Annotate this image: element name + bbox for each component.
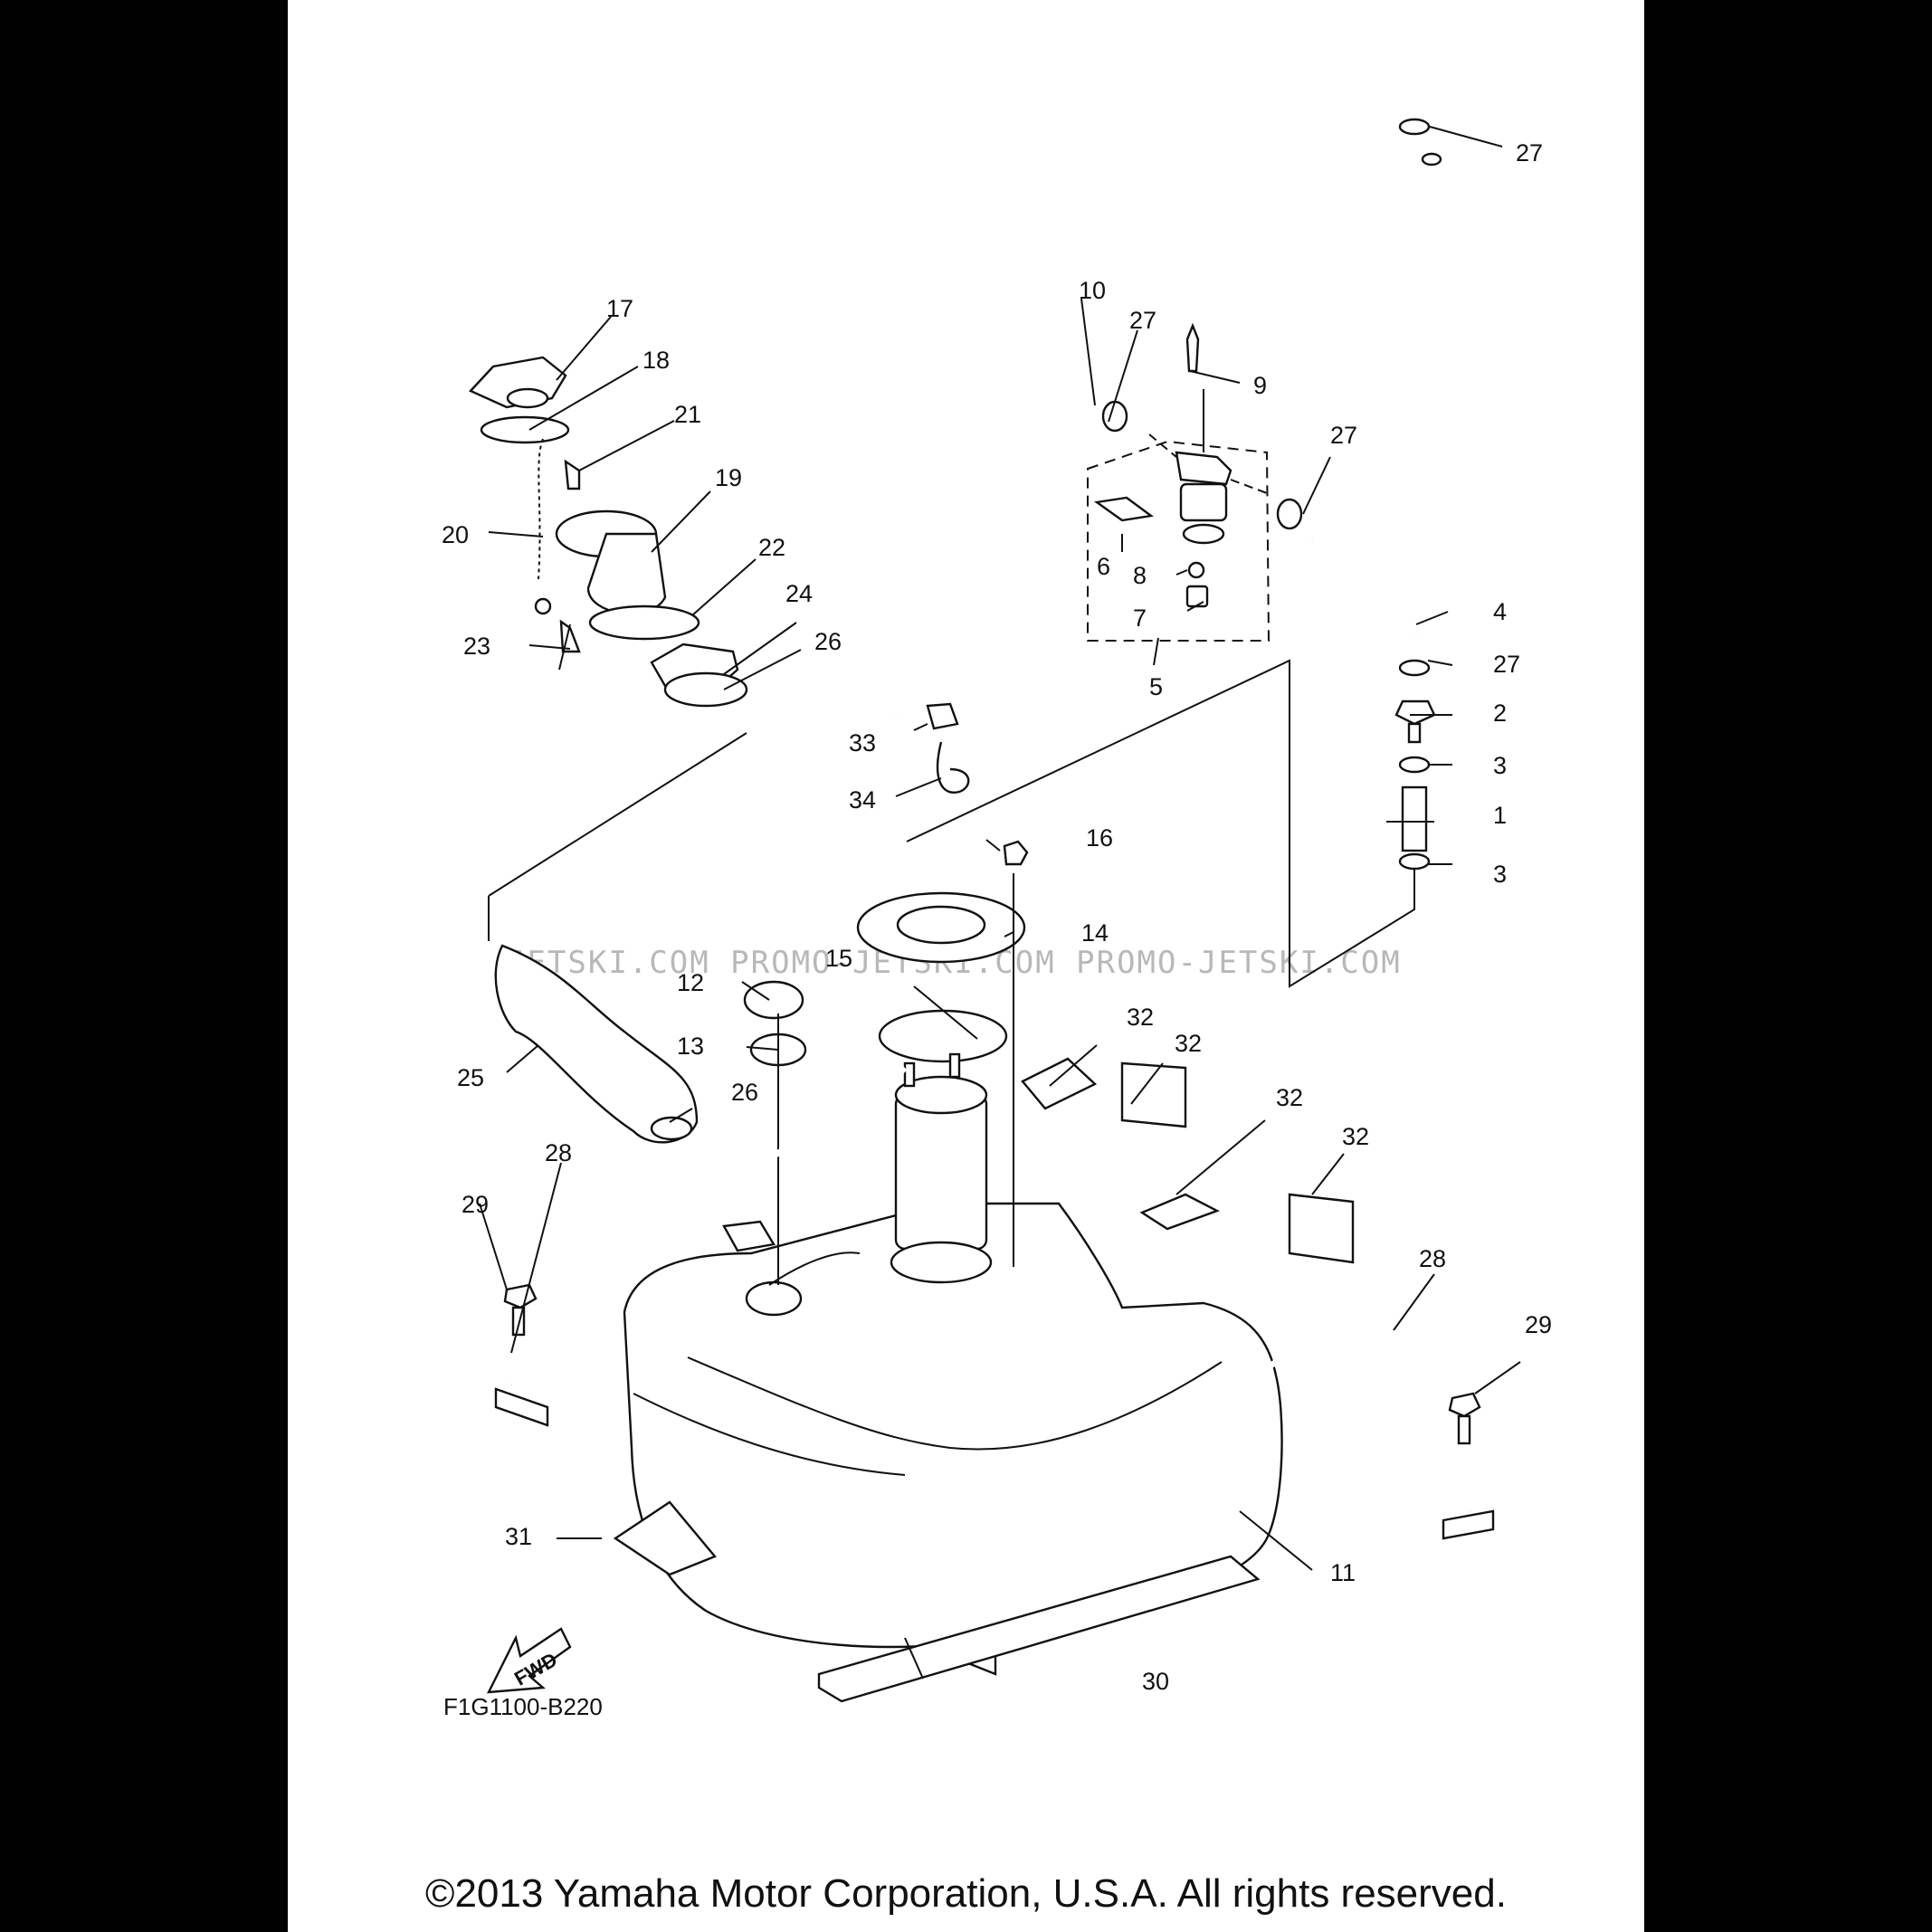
callout-18: 18 — [642, 347, 670, 374]
callout-13: 13 — [677, 1033, 704, 1060]
check-valve-assembly — [906, 659, 1436, 988]
callout-29b: 29 — [1525, 1311, 1552, 1338]
callout-19: 19 — [715, 464, 742, 491]
filler-hose-25 — [488, 732, 747, 1144]
fwd-arrow: FWD — [486, 1627, 572, 1694]
callout-16: 16 — [1086, 824, 1113, 852]
clip-33-band-34 — [926, 702, 970, 794]
callout-31: 31 — [505, 1523, 532, 1550]
callout-15: 15 — [825, 945, 852, 972]
callout-11: 11 — [1330, 1559, 1356, 1586]
callout-9: 9 — [1253, 372, 1267, 399]
mats-30-31 — [613, 1500, 1261, 1703]
callout-10: 10 — [1079, 277, 1106, 304]
callout-4: 4 — [1493, 598, 1507, 625]
sender-plate-parts — [743, 840, 1029, 1067]
callout-26: 26 — [814, 628, 842, 655]
callout-23: 23 — [463, 633, 490, 660]
callout-32c: 32 — [1276, 1084, 1303, 1111]
callout-3b: 3 — [1493, 861, 1507, 888]
callout-32b: 32 — [1175, 1030, 1202, 1057]
callout-numbers: 1 2 3 3 4 5 6 7 8 9 10 11 12 13 14 15 16… — [442, 139, 1552, 1695]
callout-27d: 27 — [1493, 651, 1520, 678]
callout-20: 20 — [442, 521, 469, 548]
callout-32a: 32 — [1127, 1004, 1154, 1031]
fuel-hose-10 — [852, 152, 1442, 729]
callout-27a: 27 — [1516, 139, 1543, 167]
callout-34: 34 — [849, 786, 876, 814]
rubber-pads-32 — [1021, 1057, 1355, 1264]
callout-33: 33 — [849, 729, 876, 757]
callout-5: 5 — [1149, 673, 1163, 700]
copyright-notice: ©2013 Yamaha Motor Corporation, U.S.A. A… — [425, 1871, 1507, 1916]
callout-29a: 29 — [462, 1191, 489, 1218]
callout-3: 3 — [1493, 752, 1507, 779]
callout-1: 1 — [1493, 802, 1507, 829]
callout-8: 8 — [1133, 562, 1147, 589]
fuel-tank-11 — [623, 873, 1283, 1649]
callout-17: 17 — [606, 295, 633, 322]
callout-32d: 32 — [1342, 1123, 1369, 1150]
callout-2: 2 — [1493, 700, 1507, 727]
callout-22: 22 — [758, 534, 785, 561]
callout-6: 6 — [1097, 553, 1110, 580]
callout-leaders — [479, 126, 1521, 1680]
diagram-code: F1G1100-B220 — [443, 1693, 603, 1720]
callout-28b: 28 — [1419, 1245, 1446, 1272]
callout-26b: 26 — [731, 1079, 758, 1106]
callout-24: 24 — [785, 580, 813, 607]
fuel-filter-assembly — [1087, 322, 1271, 642]
callout-30: 30 — [1142, 1668, 1169, 1695]
callout-25: 25 — [457, 1064, 484, 1091]
hose-4 — [1310, 532, 1423, 639]
filler-cap-assembly — [468, 356, 748, 708]
callout-27b: 27 — [1129, 307, 1156, 334]
callout-21: 21 — [674, 401, 701, 428]
callout-12: 12 — [677, 969, 704, 996]
callout-7: 7 — [1133, 604, 1147, 632]
callout-14: 14 — [1081, 919, 1109, 947]
hose-clamp-27 — [1101, 118, 1431, 677]
callout-28a: 28 — [545, 1139, 572, 1166]
callout-27c: 27 — [1330, 422, 1357, 449]
